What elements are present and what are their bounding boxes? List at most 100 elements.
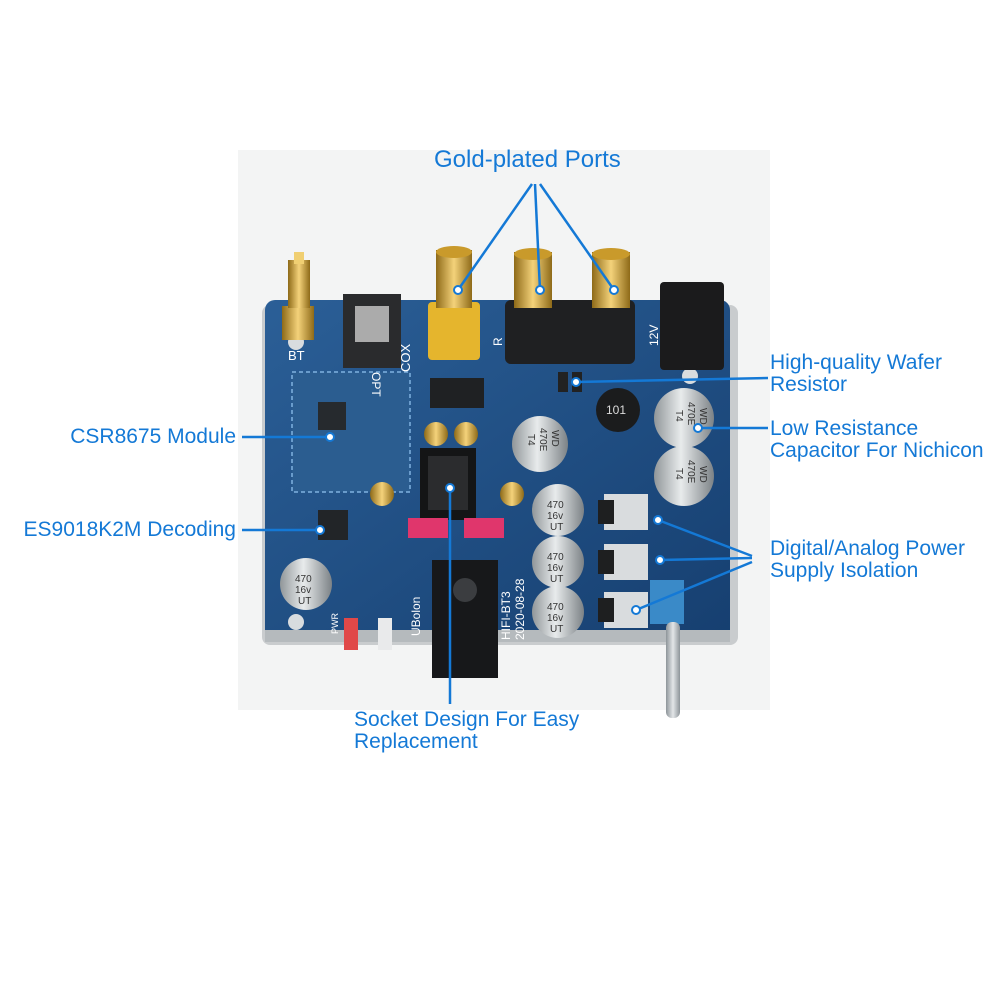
label-wafer-resistor-line1: High-quality Wafer xyxy=(770,351,942,374)
jumper-block xyxy=(408,518,448,538)
logic-ic xyxy=(430,378,484,408)
rca-mouth-r xyxy=(592,248,630,260)
electrolytic-capacitor xyxy=(512,416,568,472)
jumper-block xyxy=(464,518,504,538)
callout-lines xyxy=(242,183,769,704)
label-wafer-resistor: High-quality Wafer Resistor xyxy=(770,352,942,396)
label-power-isolation-line1: Digital/Analog Power xyxy=(770,537,965,560)
label-power-isolation: Digital/Analog Power Supply Isolation xyxy=(770,538,965,582)
silk-brand: UBolon xyxy=(409,597,423,636)
cap-label-16v: 16v xyxy=(295,585,311,596)
label-csr-module: CSR8675 Module xyxy=(70,425,236,448)
cap-label-470: 470 xyxy=(295,574,312,585)
csr-chip xyxy=(318,402,346,430)
cap-label-470: 470 xyxy=(547,552,564,563)
callout-dot xyxy=(571,377,581,387)
silk-12v: 12V xyxy=(647,325,661,346)
small-capacitor xyxy=(500,482,524,506)
silk-bt: BT xyxy=(288,348,305,363)
callout-dots xyxy=(315,285,703,615)
callout-line-power-2 xyxy=(659,556,753,562)
mounting-hole xyxy=(682,368,698,384)
optical-port-face xyxy=(355,306,389,342)
cap-label-wd: WD xyxy=(697,466,708,483)
coax-housing xyxy=(428,302,480,360)
callout-dot xyxy=(315,525,325,535)
cap-label-t4: T4 xyxy=(673,410,684,422)
label-low-resistance-line1: Low Resistance xyxy=(770,417,919,440)
label-power-isolation-line2: Supply Isolation xyxy=(770,559,919,582)
callout-dot xyxy=(609,285,619,295)
cap-label-wd: WD xyxy=(697,408,708,425)
silk-model: HIFI-BT3 xyxy=(499,591,513,640)
filter-capacitor xyxy=(532,586,584,638)
cap-label-t4: T4 xyxy=(525,434,536,446)
label-gold-plated-ports: Gold-plated Ports xyxy=(434,146,621,173)
regulator-body xyxy=(598,598,614,622)
cap-label-16v: 16v xyxy=(547,511,563,522)
dc-jack xyxy=(660,282,724,370)
callout-line-gold-3 xyxy=(538,183,616,291)
label-socket-design: Socket Design For Easy Replacement xyxy=(354,709,579,753)
callout-dot xyxy=(325,432,335,442)
headphone-jack-hole xyxy=(453,578,477,602)
callout-dot xyxy=(655,555,665,565)
toggle-lever xyxy=(666,622,680,718)
cap-label-16v: 16v xyxy=(547,613,563,624)
silk-pwr: PWR xyxy=(330,613,340,634)
inductor xyxy=(596,388,640,432)
cap-label-ut: UT xyxy=(298,596,311,607)
antenna-tip xyxy=(294,252,304,264)
label-wafer-resistor-line2: Resistor xyxy=(770,373,848,396)
callout-dot xyxy=(535,285,545,295)
cap-label-wd: WD xyxy=(549,430,560,447)
cap-label-470e: 470E xyxy=(685,460,696,484)
small-capacitor xyxy=(424,422,448,446)
silk-date: 2020-08-28 xyxy=(513,578,527,640)
callout-dot xyxy=(445,483,455,493)
label-low-resistance: Low Resistance Capacitor For Nichicon xyxy=(770,418,984,462)
bt-led xyxy=(378,618,392,650)
callout-line-gold-1 xyxy=(456,183,534,291)
antenna-base xyxy=(282,306,314,340)
filter-capacitor xyxy=(280,558,332,610)
pwr-led xyxy=(344,618,358,650)
cap-label-16v: 16v xyxy=(547,563,563,574)
csr-module xyxy=(291,371,411,493)
silk-101: 101 xyxy=(606,403,626,417)
rca-barrel-r xyxy=(592,252,630,308)
label-low-resistance-line2: Capacitor For Nichicon xyxy=(770,439,984,462)
callout-dot xyxy=(693,423,703,433)
cap-label-470: 470 xyxy=(547,500,564,511)
nichicon-capacitor xyxy=(654,388,714,448)
rca-barrel-l xyxy=(514,252,552,308)
label-socket-design-line1: Socket Design For Easy xyxy=(354,708,580,731)
filter-capacitor xyxy=(532,484,584,536)
silk-cox: COX xyxy=(398,344,413,373)
opamp-chip xyxy=(428,456,468,510)
nichicon-capacitor xyxy=(654,446,714,506)
callout-line-power-1 xyxy=(657,518,753,558)
callout-line-gold-2 xyxy=(533,183,542,291)
rca-mouth-l xyxy=(514,248,552,260)
regulator-body xyxy=(598,550,614,574)
label-es9018: ES9018K2M Decoding xyxy=(23,518,236,541)
headphone-jack xyxy=(432,560,498,678)
filter-capacitor xyxy=(532,536,584,588)
small-capacitor xyxy=(454,422,478,446)
callout-dot xyxy=(453,285,463,295)
small-capacitor xyxy=(370,482,394,506)
label-socket-design-line2: Replacement xyxy=(354,730,478,753)
regulator-body xyxy=(598,500,614,524)
wafer-resistor xyxy=(558,372,568,392)
mounting-hole xyxy=(288,614,304,630)
cap-label-t4: T4 xyxy=(673,468,684,480)
callout-line-wafer xyxy=(575,376,769,384)
cap-label-470: 470 xyxy=(547,602,564,613)
callout-dot xyxy=(631,605,641,615)
cap-label-ut: UT xyxy=(550,624,563,635)
cap-label-470e: 470E xyxy=(537,428,548,452)
cap-label-470e: 470E xyxy=(685,402,696,426)
coax-mouth xyxy=(436,246,472,258)
